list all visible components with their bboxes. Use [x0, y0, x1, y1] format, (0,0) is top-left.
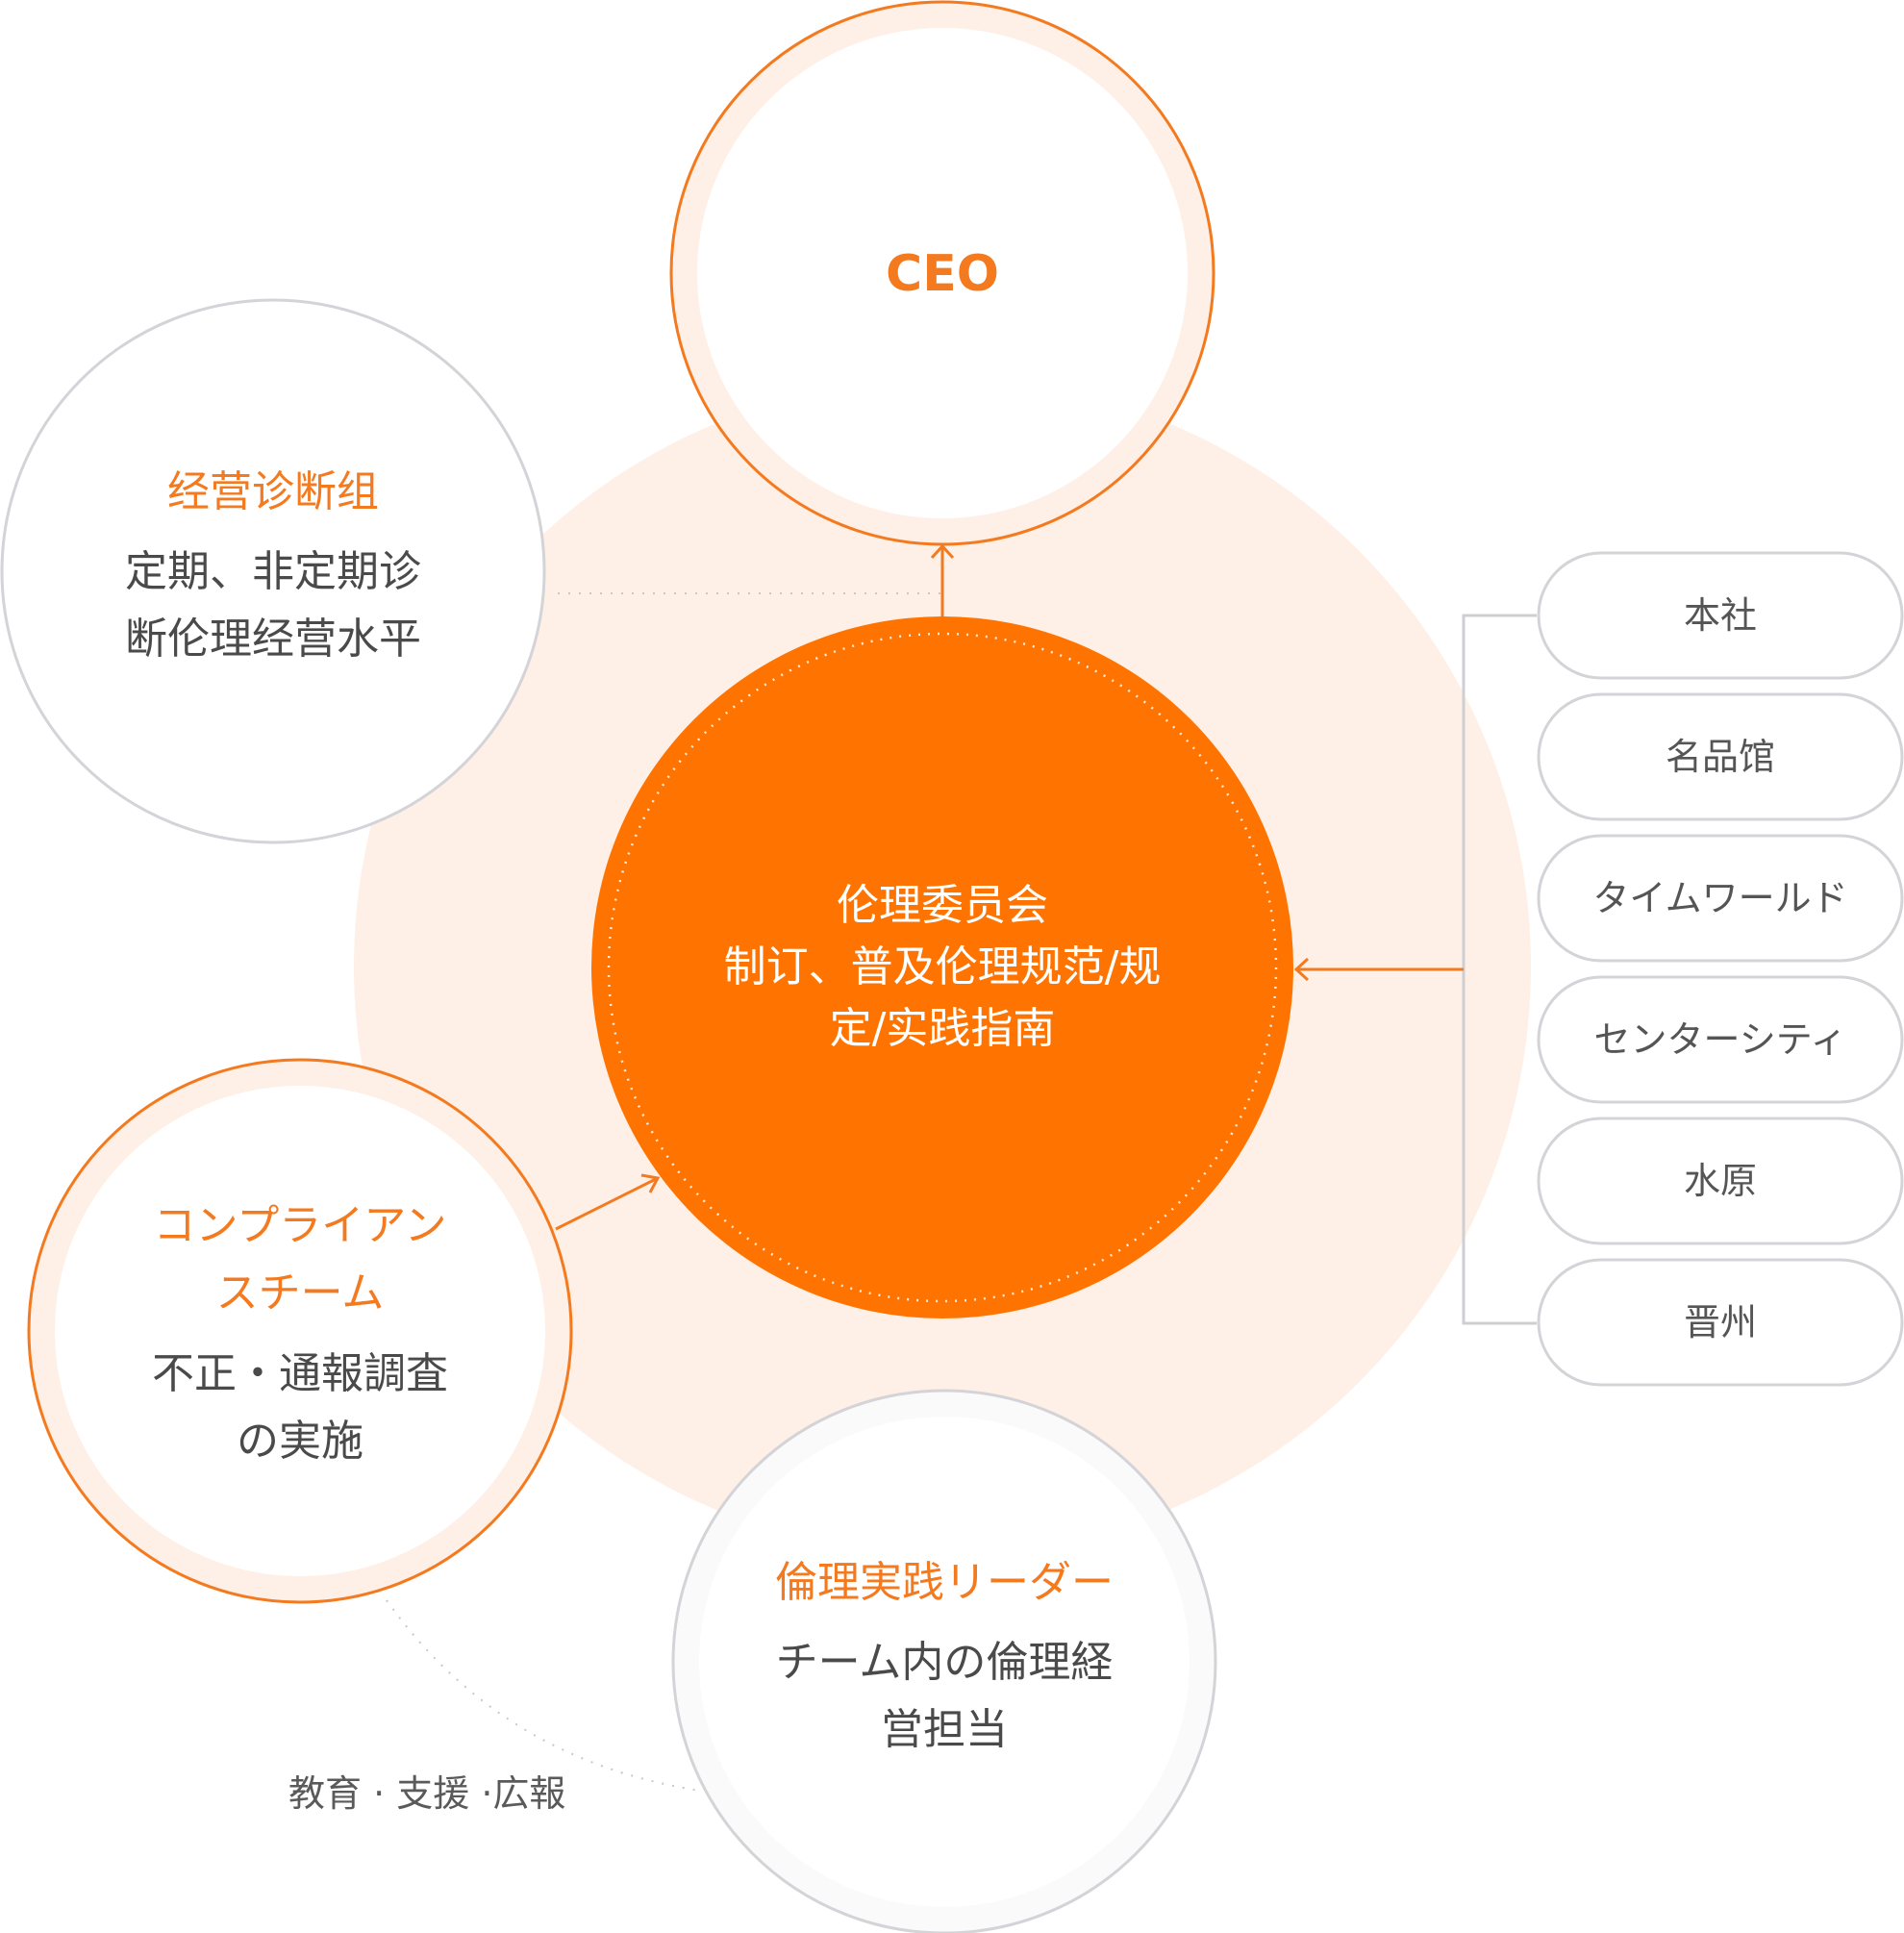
site-label-meihinkan: 名品馆 [1665, 736, 1775, 778]
education-support-connector [386, 1599, 701, 1792]
site-pill-jinju [1537, 1258, 1904, 1387]
site-pill-centercity [1537, 975, 1904, 1104]
compliance-title-line-2: スチーム [215, 1268, 385, 1318]
site-pill-timeworld [1537, 834, 1904, 963]
diagnosis-circle [0, 298, 546, 844]
site-label-honsha: 本社 [1683, 594, 1757, 637]
compliance-circle-inner [55, 1086, 545, 1576]
ceo-circle-inner [697, 28, 1188, 518]
diagnosis-title: 经营诊断组 [167, 467, 379, 516]
leader-text: 倫理実践リーダー チーム内の倫理経 営担当 [752, 1556, 1137, 1764]
site-pill-honsha [1537, 551, 1904, 680]
sites-to-center-arrowhead [1293, 957, 1310, 982]
leader-title: 倫理実践リーダー [775, 1558, 1114, 1607]
compliance-line-1: 不正・通報調査 [152, 1349, 448, 1398]
site-label-jinju: 晋州 [1683, 1301, 1757, 1343]
compliance-to-center-arrowhead [640, 1173, 661, 1193]
leader-circle-inner [699, 1417, 1190, 1907]
diagnosis-line-1: 定期、非定期诊 [125, 547, 421, 596]
site-pill-suwon [1537, 1117, 1904, 1245]
diagnosis-text: 经营诊断组 定期、非定期诊 断伦理经营水平 [81, 465, 465, 673]
education-support-note: 教育 · 支援 ·広報 [288, 1772, 566, 1815]
center-to-ceo-arrowhead [930, 543, 955, 560]
ethics-committee-line-1: 制订、普及伦理规范/规 [723, 942, 1162, 992]
site-pill-meihinkan [1537, 692, 1904, 821]
leader-line-2: 営担当 [881, 1705, 1008, 1754]
compliance-line-2: の実施 [237, 1417, 363, 1466]
compliance-to-center-arrow [555, 1176, 659, 1231]
compliance-title-line-1: コンプライアン [153, 1201, 447, 1250]
ethics-committee-dotted-ring [607, 632, 1278, 1303]
compliance-text: コンプライアン スチーム 不正・通報調査 の実施 [108, 1192, 492, 1475]
site-label-timeworld: タイムワールド [1592, 877, 1848, 919]
site-label-centercity: センターシティ [1593, 1018, 1847, 1061]
ethics-committee-title: 伦理委员会 [837, 881, 1048, 930]
ethics-committee-circle [591, 616, 1293, 1318]
ceo-label: CEO [886, 245, 999, 303]
leader-line-1: チーム内の倫理経 [775, 1638, 1114, 1687]
ethics-committee-text: 伦理委员会 制订、普及伦理规范/规 定/实践指南 [654, 875, 1231, 1060]
diagnosis-line-2: 断伦理经营水平 [125, 615, 421, 664]
site-label-suwon: 水原 [1683, 1160, 1757, 1202]
ethics-committee-line-2: 定/实践指南 [829, 1004, 1056, 1053]
